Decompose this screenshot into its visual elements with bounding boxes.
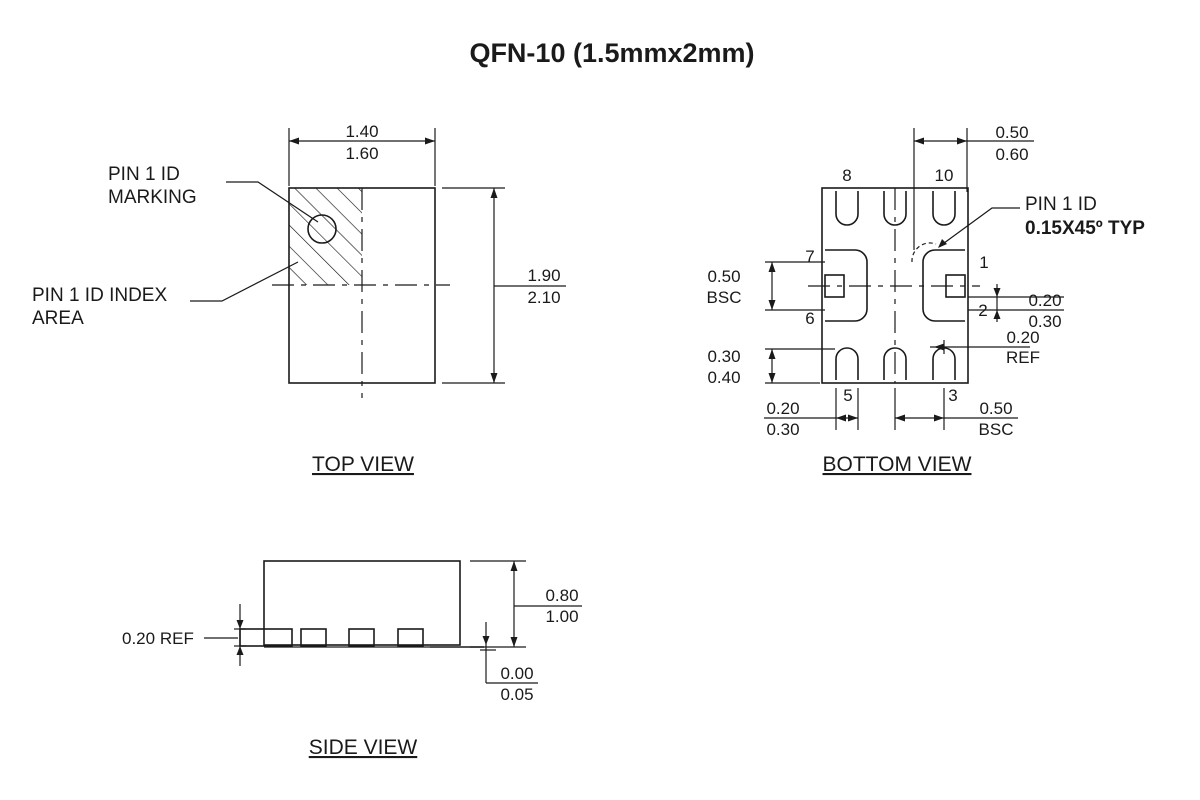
top-width-max: 1.60 (345, 144, 378, 163)
pad-width-max: 0.30 (1028, 312, 1061, 331)
pin1-marking-label-1: PIN 1 ID (108, 164, 180, 185)
pin-label-5: 5 (843, 386, 852, 405)
side-lead-ref: 0.20 REF (122, 629, 194, 648)
side-standoff-min: 0.00 (500, 664, 533, 683)
top-view-caption: TOP VIEW (312, 453, 414, 476)
pin1-marking-label-2: MARKING (108, 187, 197, 208)
pin1-index-label-2: AREA (32, 308, 84, 329)
pin-label-10: 10 (935, 166, 954, 185)
side-lead-2 (300, 628, 327, 647)
side-height-min: 0.80 (545, 586, 578, 605)
side-height-max: 1.00 (545, 607, 578, 626)
side-view-caption: SIDE VIEW (309, 736, 418, 759)
side-standoff-max: 0.05 (500, 685, 533, 704)
pad-ref: 0.20 (1006, 328, 1039, 347)
pin1-id-label-2: 0.15X45º TYP (1025, 218, 1145, 239)
side-lead-3 (348, 628, 375, 647)
drawing-title: QFN-10 (1.5mmx2mm) (469, 38, 754, 68)
pad-pitch-top-max: 0.60 (995, 145, 1028, 164)
pad-8 (835, 191, 859, 226)
pin1-index-label-1: PIN 1 ID INDEX (32, 285, 167, 306)
pad-5 (835, 347, 859, 380)
pin-label-3: 3 (948, 386, 957, 405)
top-view: 1.40 1.60 1.90 2.10 PIN 1 ID MARKING PIN… (32, 122, 566, 476)
top-length-max: 2.10 (527, 288, 560, 307)
side-view: 0.80 1.00 0.00 0.05 0.20 REF SIDE VIEW (122, 560, 582, 759)
bot-pad-width-min: 0.20 (766, 399, 799, 418)
pin-label-1: 1 (979, 253, 988, 272)
pad-10 (932, 191, 956, 226)
side-view-body (263, 560, 461, 646)
bottom-view-caption: BOTTOM VIEW (823, 453, 972, 476)
pin-label-6: 6 (805, 309, 814, 328)
bot-pad-width-max: 0.30 (766, 420, 799, 439)
pin1-marking-circle (307, 214, 337, 244)
side-lead-1 (239, 628, 293, 647)
pad-ref-label: REF (1006, 348, 1040, 367)
bot-pitch-bsc: BSC (979, 420, 1014, 439)
pin-label-8: 8 (842, 166, 851, 185)
pad-width-min: 0.20 (1028, 291, 1061, 310)
pin-label-7: 7 (805, 247, 814, 266)
pad-pitch-top-min: 0.50 (995, 123, 1028, 142)
side-pitch: 0.50 (707, 267, 740, 286)
top-width-min: 1.40 (345, 122, 378, 141)
pin1-id-label-1: PIN 1 ID (1025, 194, 1097, 215)
bot-pitch: 0.50 (979, 399, 1012, 418)
pad-len-min: 0.30 (707, 347, 740, 366)
bottom-view: 8 10 7 6 1 2 5 3 0.50 0.60 PIN 1 ID 0.15… (707, 123, 1146, 476)
top-length-min: 1.90 (527, 266, 560, 285)
pad-4 (883, 347, 907, 380)
pin1-index-area (289, 188, 362, 285)
side-lead-4 (397, 628, 424, 647)
side-pitch-bsc: BSC (707, 288, 742, 307)
pad-len-max: 0.40 (707, 368, 740, 387)
pad-9 (883, 191, 907, 226)
